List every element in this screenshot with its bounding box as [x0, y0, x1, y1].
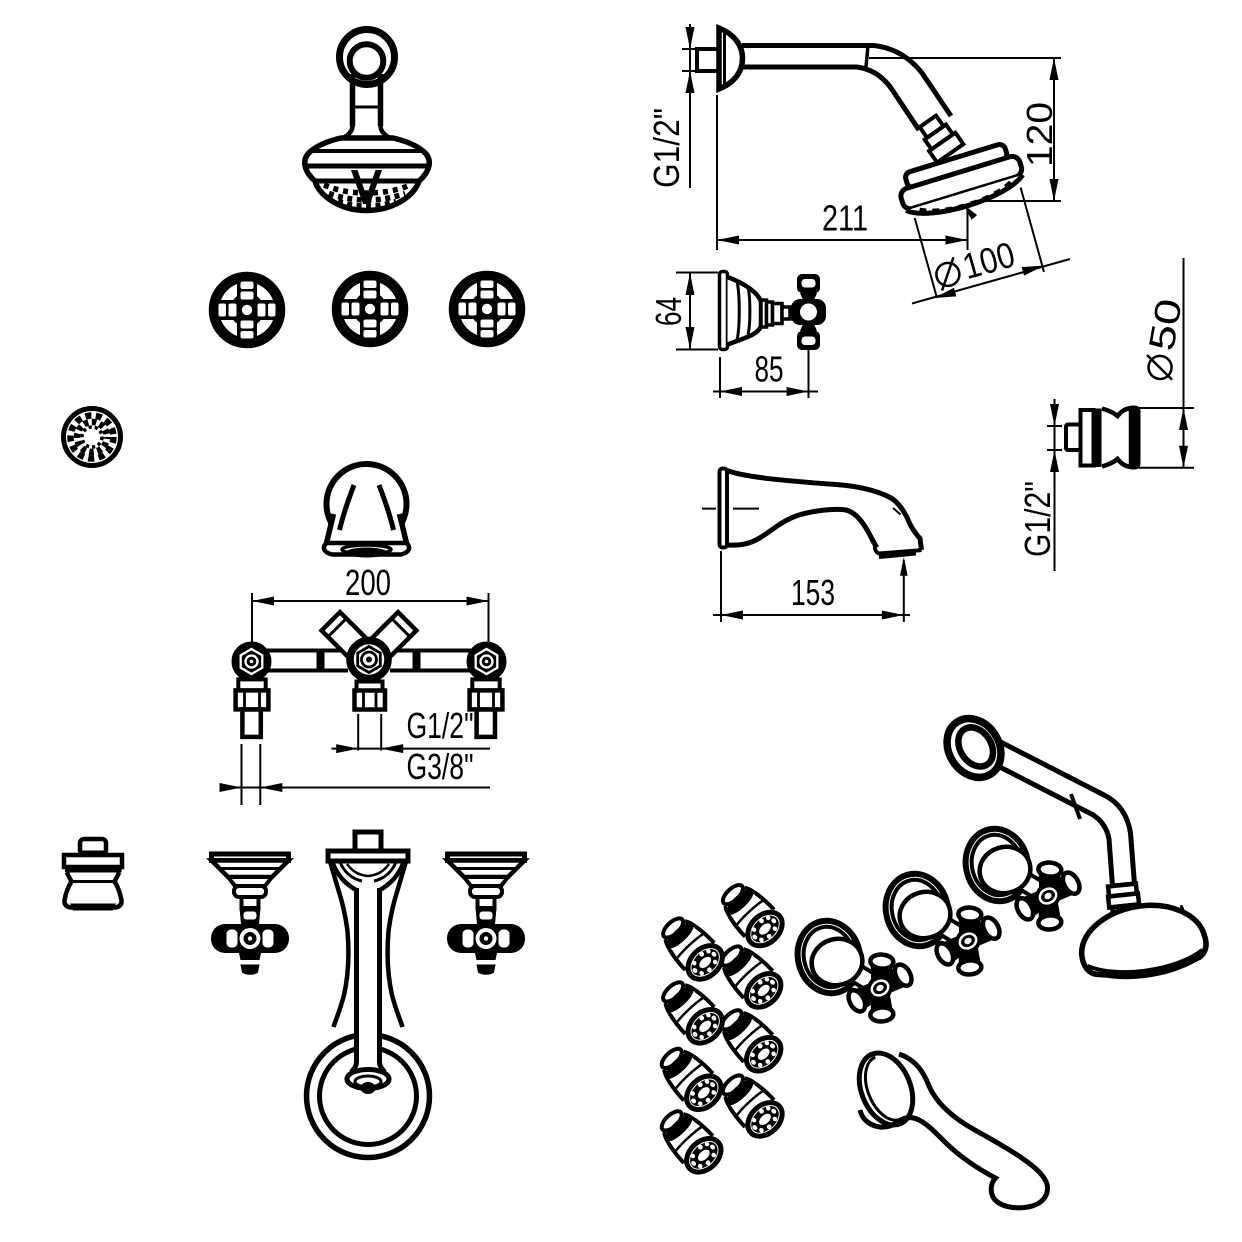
svg-text:211: 211	[822, 198, 868, 239]
svg-text:G1/2": G1/2"	[646, 108, 687, 188]
svg-text:G1/2": G1/2"	[1017, 481, 1058, 557]
svg-text:G3/8": G3/8"	[407, 746, 474, 787]
svg-text:50: 50	[1140, 295, 1189, 353]
svg-text:64: 64	[648, 297, 689, 326]
svg-text:200: 200	[345, 562, 391, 603]
svg-text:120: 120	[1019, 102, 1060, 167]
svg-text:85: 85	[755, 349, 784, 390]
svg-text:153: 153	[791, 572, 835, 613]
svg-text:G1/2": G1/2"	[407, 705, 474, 746]
